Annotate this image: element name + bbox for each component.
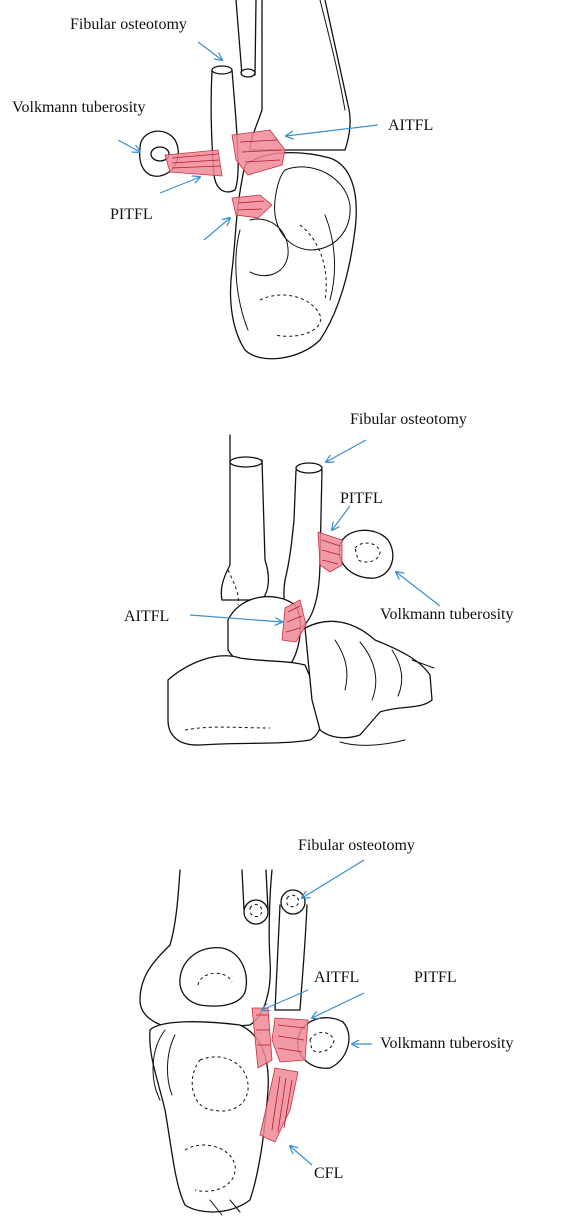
arrow-fibular-osteotomy-2 bbox=[326, 440, 366, 462]
arrow-fibular-osteotomy-3 bbox=[302, 860, 364, 898]
talus-calcaneus-posterior bbox=[231, 153, 357, 359]
arrow-cfl-3 bbox=[290, 1146, 312, 1165]
arrow-volkmann-2 bbox=[396, 572, 440, 606]
label-pitfl-1: PITFL bbox=[110, 206, 153, 223]
pitfl-ligament-posterior bbox=[165, 150, 222, 176]
tibia-shaft bbox=[250, 0, 350, 150]
arrow-ligament-1 bbox=[204, 218, 230, 240]
label-aitfl-1: AITFL bbox=[388, 117, 433, 134]
label-fibular-osteotomy-3: Fibular osteotomy bbox=[298, 837, 415, 854]
label-aitfl-2: AITFL bbox=[124, 608, 169, 625]
label-fibular-osteotomy-1: Fibular osteotomy bbox=[70, 16, 187, 33]
panel-anterior-view: Fibular osteotomy AITFL PITFL Volkmann t… bbox=[140, 837, 513, 1215]
label-fibular-osteotomy-2: Fibular osteotomy bbox=[350, 411, 467, 428]
arrow-volkmann-1 bbox=[118, 140, 140, 152]
label-cfl-3: CFL bbox=[314, 1165, 343, 1182]
fibula-stump-anterior-b bbox=[275, 905, 307, 1010]
panel-posterior-view: Fibular osteotomy Volkmann tuberosity AI… bbox=[12, 0, 433, 359]
midfoot-lateral bbox=[305, 621, 432, 737]
pitfl-ligament-lateral bbox=[318, 532, 342, 572]
pitfl-ligament-anterior bbox=[272, 1018, 308, 1062]
talus-foot-anterior bbox=[150, 1022, 269, 1212]
fibula-stump-upper bbox=[236, 0, 256, 75]
volkmann-tuberosity-lateral bbox=[339, 530, 393, 578]
calcaneus-lateral bbox=[168, 656, 322, 745]
arrow-pitfl-3 bbox=[312, 993, 364, 1018]
label-pitfl-2: PITFL bbox=[340, 490, 383, 507]
label-pitfl-3: PITFL bbox=[414, 969, 457, 986]
panel-lateral-view: Fibular osteotomy PITFL AITFL Volkmann t… bbox=[124, 411, 513, 745]
arrow-pitfl-1 bbox=[160, 177, 200, 193]
label-volkmann-tuberosity-1: Volkmann tuberosity bbox=[12, 99, 145, 116]
arrow-fibular-osteotomy-1 bbox=[198, 42, 222, 60]
label-volkmann-tuberosity-2: Volkmann tuberosity bbox=[380, 606, 513, 623]
label-volkmann-tuberosity-3: Volkmann tuberosity bbox=[380, 1035, 513, 1052]
label-aitfl-3: AITFL bbox=[314, 969, 359, 986]
arrow-pitfl-2 bbox=[332, 506, 350, 530]
